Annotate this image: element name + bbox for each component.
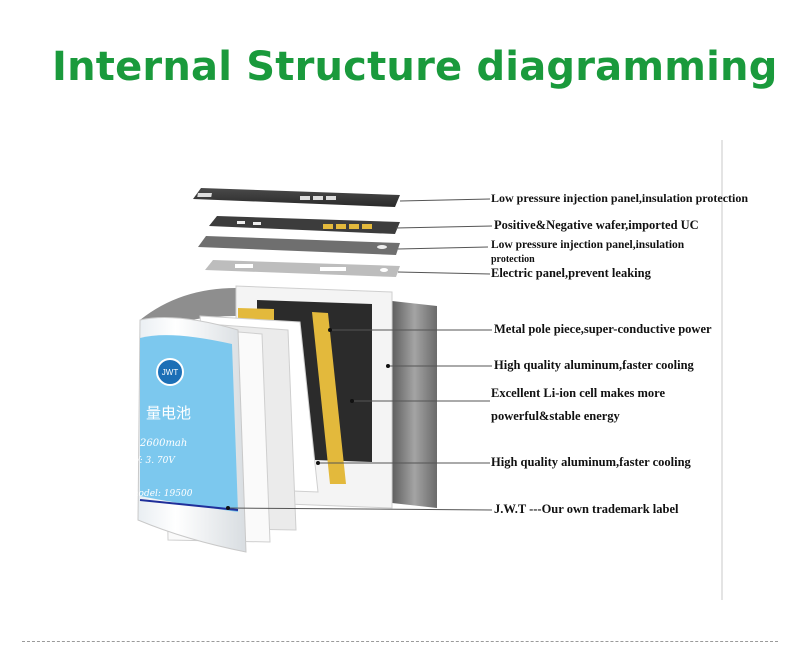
label-logo-text: JWT — [162, 368, 179, 377]
callout-low-pressure-panel-2-cont: protection — [491, 254, 535, 265]
page-title: Internal Structure diagramming — [52, 44, 778, 90]
top-plate-4-electric — [205, 260, 400, 277]
label-model-text: model: 19500 — [130, 489, 193, 499]
leader-lines — [227, 198, 493, 511]
bottom-divider — [22, 641, 778, 642]
callout-low-pressure-panel-2: Low pressure injection panel,insulation — [491, 239, 685, 251]
callout-low-pressure-panel-1: Low pressure injection panel,insulation … — [491, 191, 749, 205]
callout-aluminum-1: High quality aluminum,faster cooling — [494, 358, 694, 372]
callout-aluminum-2: High quality aluminum,faster cooling — [491, 455, 691, 469]
callout-electric-panel: Electric panel,prevent leaking — [491, 266, 651, 280]
callout-li-ion-cell: Excellent Li-ion cell makes more — [491, 386, 666, 400]
label-voltage-text: V: 3. 70V — [134, 456, 176, 466]
top-plate-2-wafer — [209, 216, 400, 234]
callout-li-ion-cell-cont: powerful&stable energy — [491, 409, 620, 423]
label-capacity-text: 2600mah — [139, 438, 187, 449]
callout-trademark-label: J.W.T ---Our own trademark label — [494, 502, 679, 516]
callout-metal-pole-piece: Metal pole piece,super-conductive power — [494, 322, 712, 336]
label-chinese-text: 量电池 — [146, 404, 191, 422]
top-plate-3 — [198, 236, 400, 255]
top-plate-1 — [193, 188, 400, 207]
jwt-logo-icon — [156, 358, 184, 386]
aluminum-case-back — [392, 301, 437, 508]
callout-wafer: Positive&Negative wafer,imported UC — [494, 218, 699, 232]
metal-pole-piece — [312, 312, 346, 484]
